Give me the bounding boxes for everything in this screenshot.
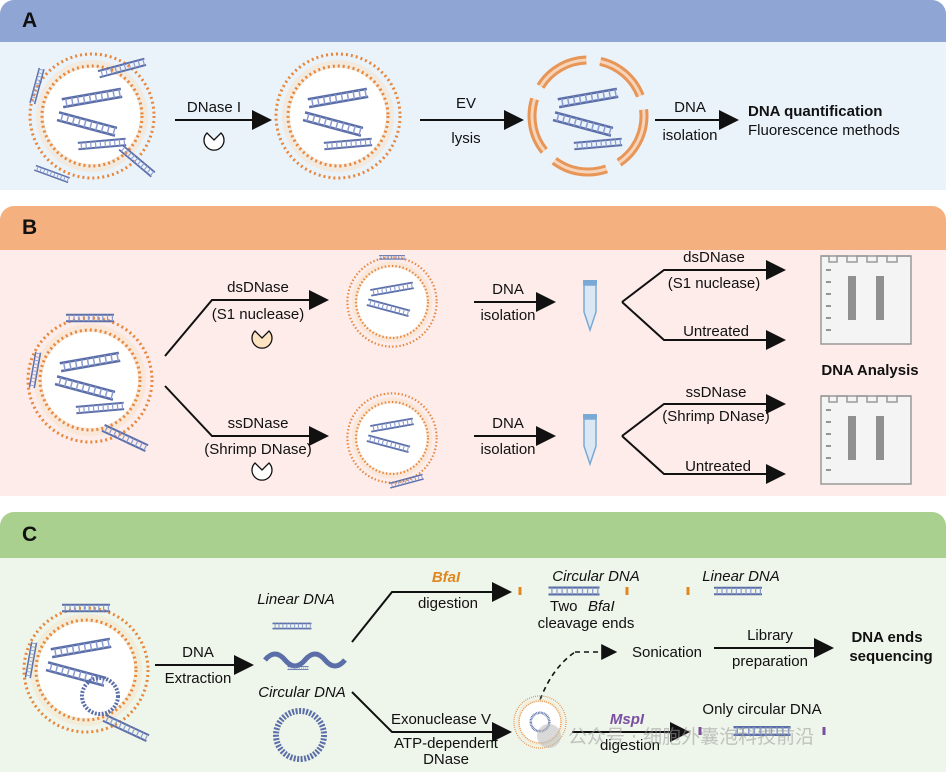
a-step3-line2: isolation — [662, 127, 717, 144]
b-top-treated: dsDNase — [683, 249, 745, 266]
b-bottom-treated-detail: (Shrimp DNase) — [662, 408, 770, 425]
b-bottom-enzyme-icon — [251, 462, 273, 481]
c-sonication: Sonication — [632, 644, 702, 661]
c-linear-dna-1 — [271, 622, 313, 630]
b-bottom-isolation-line2: isolation — [480, 441, 535, 458]
c-extraction-line1: DNA — [182, 644, 214, 661]
panel-b-body — [0, 250, 946, 496]
panel-b-letter: B — [22, 216, 38, 239]
panel-a-body — [0, 42, 946, 190]
panel-a-letter: A — [22, 9, 38, 32]
c-atp-dependent: ATP-dependent — [394, 735, 499, 752]
a-result-subtitle: Fluorescence methods — [748, 122, 900, 139]
c-bfai-label: BfaI — [432, 569, 461, 586]
b-bottom-enzyme-detail: (Shrimp DNase) — [204, 441, 312, 458]
b-bottom-enzyme: ssDNase — [228, 415, 289, 432]
c-linear-label: Linear DNA — [257, 591, 335, 608]
b-top-treated-detail: (S1 nuclease) — [668, 275, 761, 292]
c-result-line2: sequencing — [849, 648, 932, 665]
c-two-label: Two — [550, 598, 578, 615]
panel-a-ev-1 — [28, 52, 156, 184]
a-step1-label: DNase I — [187, 99, 241, 116]
c-library-line1: Library — [747, 627, 793, 644]
c-bfai-digestion: digestion — [418, 595, 478, 612]
panel-a-ev-lysed — [527, 55, 649, 177]
b-top-gel — [820, 255, 912, 345]
panel-c-letter: C — [22, 523, 38, 546]
c-cleavage-label: BfaI — [588, 598, 615, 615]
b-top-isolation-line2: isolation — [480, 307, 535, 324]
c-circular-dna-cut — [547, 586, 601, 596]
c-small-ev — [513, 695, 567, 749]
panel-a-ev-2 — [274, 52, 402, 180]
a-result-title: DNA quantification — [748, 103, 882, 120]
c-result-line1: DNA ends — [851, 629, 922, 646]
a-enzyme-icon — [203, 132, 225, 151]
c-extraction-line2: Extraction — [165, 670, 232, 687]
c-linear-dna-cut — [712, 586, 764, 596]
watermark-text: 公众号 · 细胞外囊泡科技前沿 — [568, 726, 814, 748]
panel-b-ev — [26, 313, 154, 453]
panel-b-header: B — [0, 206, 946, 250]
b-top-untreated: Untreated — [683, 323, 749, 340]
watermark: 公众号 · 细胞外囊泡科技前沿 — [537, 724, 814, 748]
c-circular-label: Circular DNA — [258, 684, 346, 701]
c-dnase: DNase — [423, 751, 469, 768]
b-bottom-tube — [582, 413, 598, 465]
a-step2-line2: lysis — [451, 130, 480, 147]
b-bottom-untreated: Untreated — [685, 458, 751, 475]
b-top-enzyme: dsDNase — [227, 279, 289, 296]
c-mspi-label: MspI — [610, 711, 645, 728]
panel-b-ev-bottom — [346, 392, 438, 489]
a-step3-line1: DNA — [674, 99, 706, 116]
b-top-enzyme-detail: (S1 nuclease) — [212, 306, 305, 323]
c-cleavage-ends: cleavage ends — [538, 615, 635, 632]
panel-b-ev-top — [346, 255, 438, 348]
b-result: DNA Analysis — [821, 362, 918, 379]
c-circular-dna-top: Circular DNA — [552, 568, 640, 585]
c-linear-dna-top: Linear DNA — [702, 568, 780, 585]
b-bottom-isolation-line1: DNA — [492, 415, 524, 432]
panel-c-header: C — [0, 512, 946, 558]
b-top-enzyme-icon — [251, 330, 273, 349]
c-only-circular: Only circular DNA — [702, 701, 821, 718]
b-top-tube — [582, 279, 598, 331]
c-mspi-digestion: digestion — [600, 737, 660, 754]
b-bottom-treated: ssDNase — [686, 384, 747, 401]
b-top-isolation-line1: DNA — [492, 281, 524, 298]
a-step2-line1: EV — [456, 95, 476, 112]
c-circular-dna — [273, 708, 327, 762]
c-exonuclease: Exonuclease V — [391, 711, 491, 728]
b-bottom-gel — [820, 395, 912, 485]
panel-c-ev — [22, 603, 151, 743]
c-library-line2: preparation — [732, 653, 808, 670]
panel-a-header: A — [0, 0, 946, 42]
